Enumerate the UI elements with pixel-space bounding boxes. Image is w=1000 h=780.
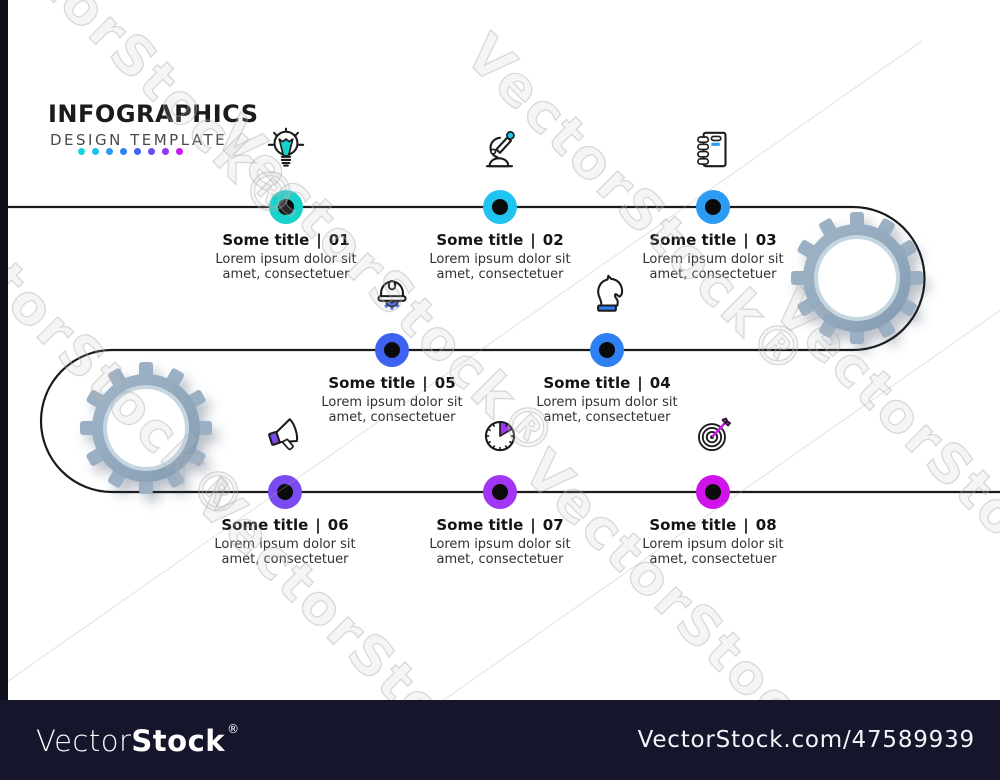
page-title: INFOGRAPHICS — [48, 100, 259, 128]
timeline-track — [0, 205, 1000, 494]
color-dots — [78, 148, 183, 155]
node-inner-dot — [705, 199, 721, 215]
color-dot — [162, 148, 169, 155]
color-dot — [134, 148, 141, 155]
timeline-node — [696, 190, 730, 224]
left-edge-strip — [0, 0, 8, 780]
megaphone-icon — [260, 410, 310, 460]
timeline-node — [590, 333, 624, 367]
color-dot — [120, 148, 127, 155]
step-title: Some title|02 — [436, 231, 564, 249]
step-title: Some title|01 — [222, 231, 350, 249]
gear-right — [791, 212, 923, 344]
node-inner-dot — [277, 484, 293, 500]
step-title: Some title|05 — [328, 374, 456, 392]
timeline-node — [483, 190, 517, 224]
header: INFOGRAPHICS DESIGN TEMPLATE — [48, 100, 259, 155]
color-dot — [78, 148, 85, 155]
color-dot — [148, 148, 155, 155]
timeline-node — [268, 475, 302, 509]
step-title: Some title|04 — [543, 374, 671, 392]
engineer-helmet-gear-icon — [367, 268, 417, 318]
step-title: Some title|06 — [221, 516, 349, 534]
step-title: Some title|08 — [649, 516, 777, 534]
lightbulb-icon — [261, 125, 311, 175]
timeline-node — [696, 475, 730, 509]
node-inner-dot — [599, 342, 615, 358]
color-dot — [92, 148, 99, 155]
color-dot — [106, 148, 113, 155]
step-title: Some title|07 — [436, 516, 564, 534]
watermark-footer-bar: VectorStock® VectorStock.com/47589939 — [0, 700, 1000, 780]
step-title: Some title|03 — [649, 231, 777, 249]
registered-mark: ® — [227, 722, 240, 736]
timeline-node — [483, 475, 517, 509]
clock-icon — [475, 410, 525, 460]
target-dart-icon — [688, 410, 738, 460]
color-dot — [176, 148, 183, 155]
node-inner-dot — [278, 199, 294, 215]
timeline-node — [375, 333, 409, 367]
vectorstock-logo: VectorStock® — [36, 722, 240, 758]
timeline-node — [269, 190, 303, 224]
microscope-icon — [475, 125, 525, 175]
vectorstock-url: VectorStock.com/47589939 — [637, 727, 975, 753]
gear-left — [80, 362, 212, 494]
node-inner-dot — [384, 342, 400, 358]
page-subtitle: DESIGN TEMPLATE — [50, 131, 228, 149]
node-inner-dot — [492, 199, 508, 215]
notebook-icon — [688, 125, 738, 175]
chess-knight-icon — [582, 268, 632, 318]
node-inner-dot — [492, 484, 508, 500]
node-inner-dot — [705, 484, 721, 500]
